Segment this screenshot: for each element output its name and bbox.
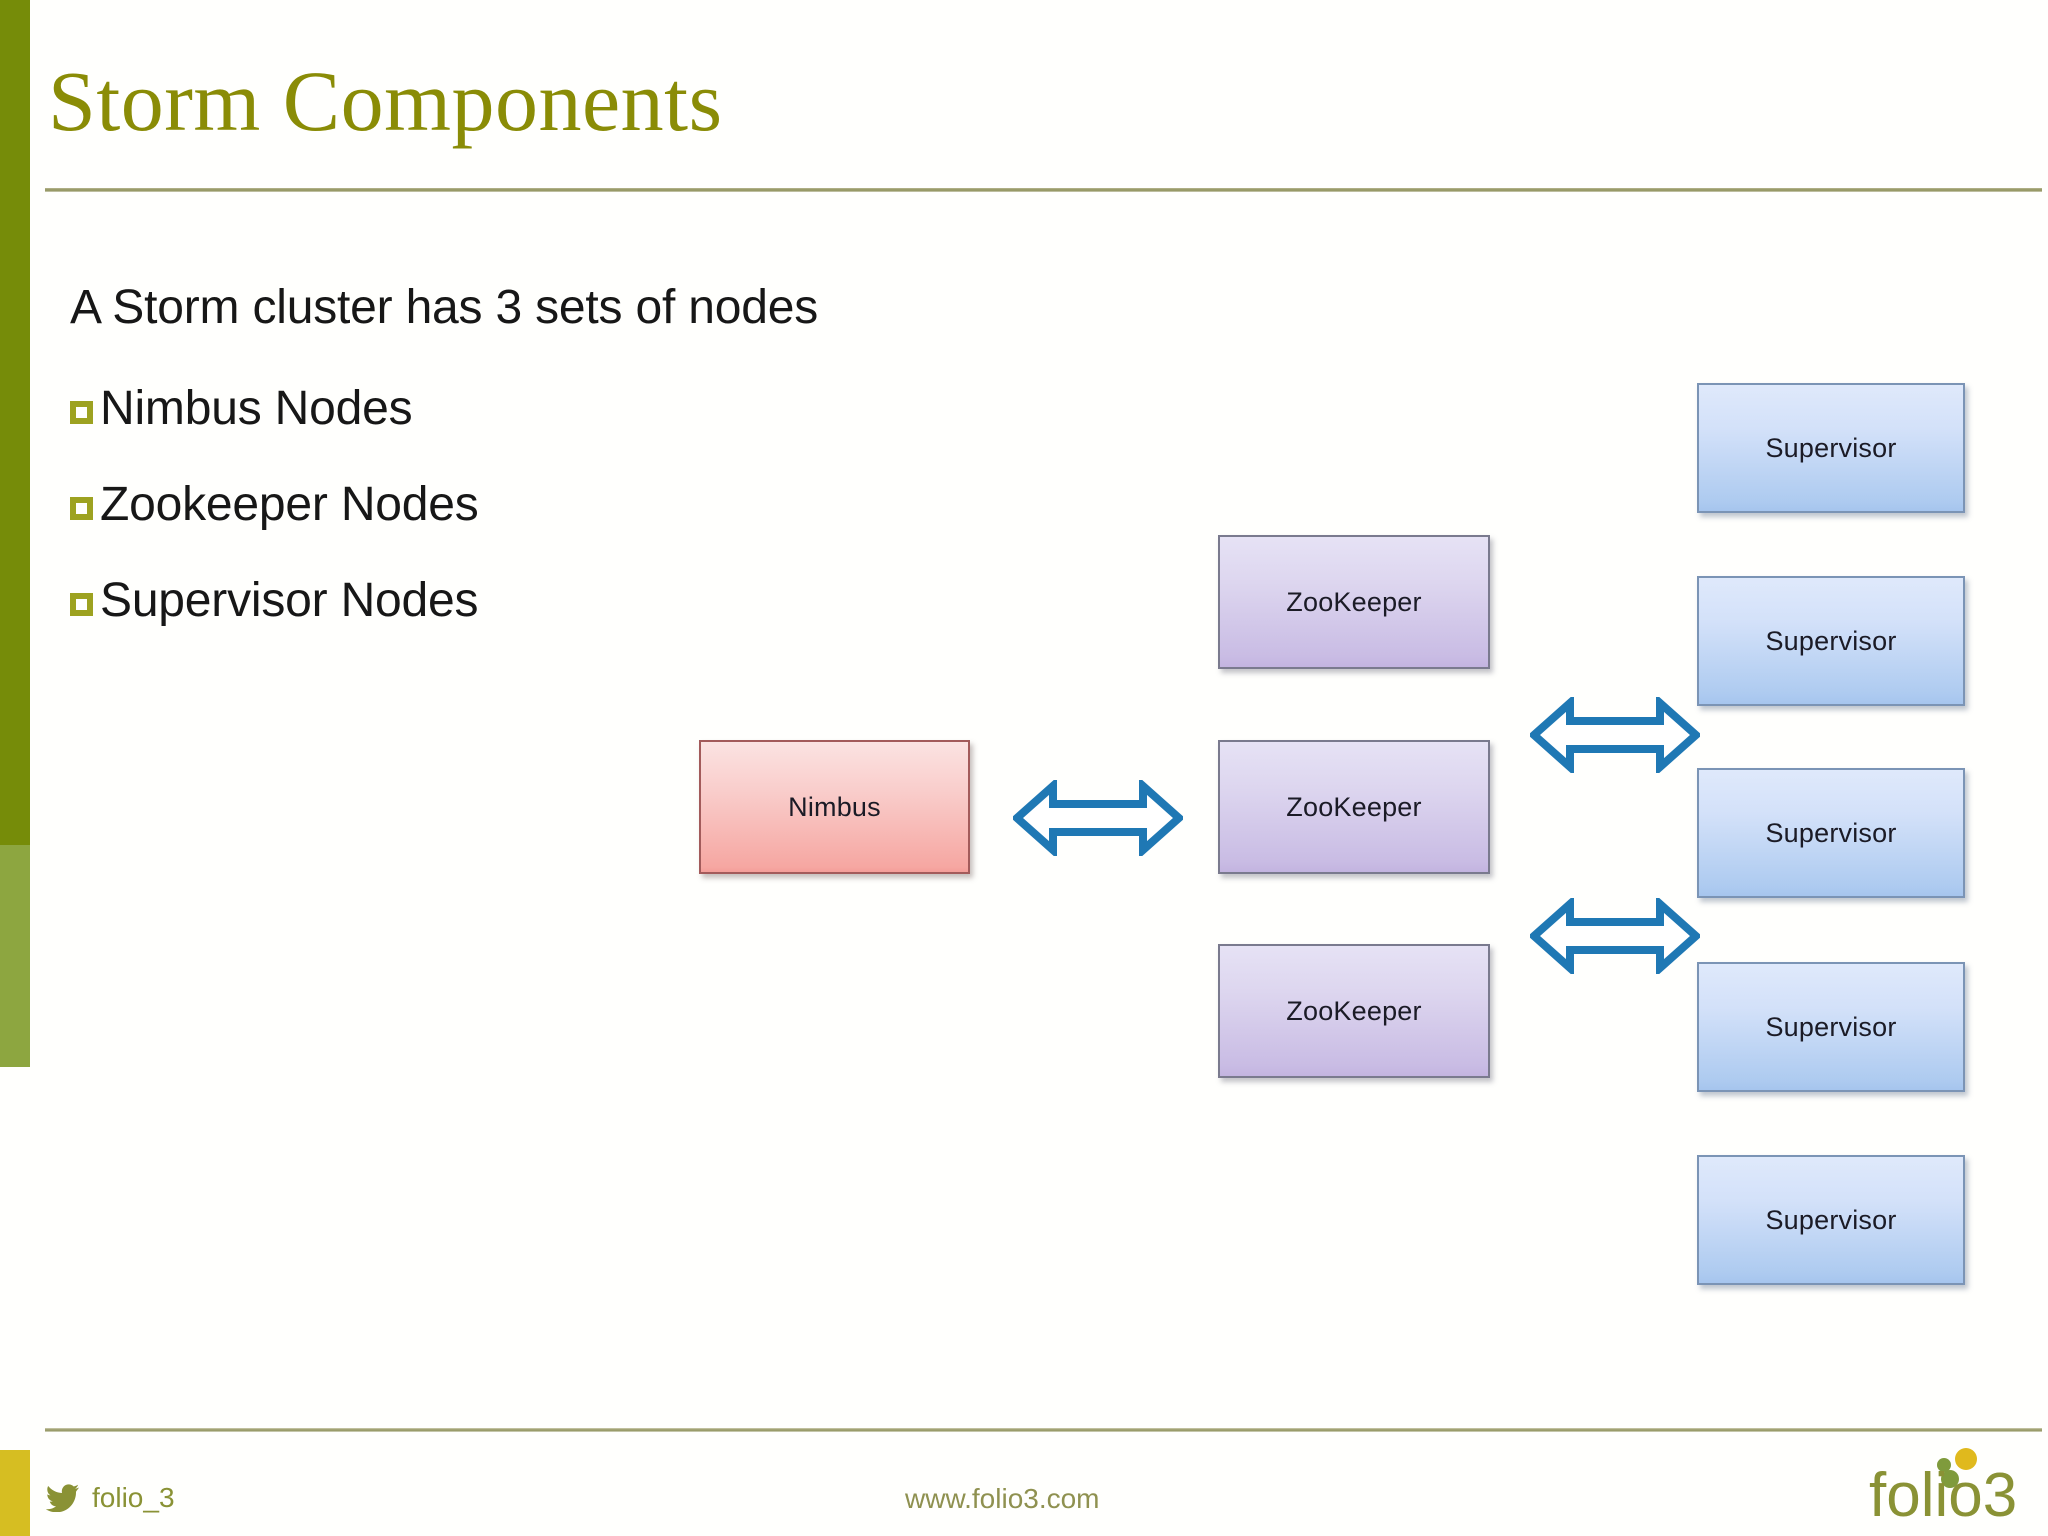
diagram-node-supervisor-3: Supervisor xyxy=(1697,768,1965,898)
left-accent-bar-top xyxy=(0,0,30,845)
node-label: Supervisor xyxy=(1765,432,1897,463)
bullet-label-supervisor: Supervisor Nodes xyxy=(100,574,479,627)
twitter-bird-icon xyxy=(46,1484,79,1512)
arrow-zookeeper-supervisor-upper xyxy=(1530,697,1700,773)
folio3-logo: folio3 xyxy=(1869,1448,2017,1522)
bullet-label-zookeeper: Zookeeper Nodes xyxy=(100,478,479,531)
left-accent-bar-bottom xyxy=(0,1450,30,1536)
arrow-nimbus-zookeeper xyxy=(1013,780,1183,856)
square-bullet-icon xyxy=(70,593,93,616)
twitter-handle-text: folio_3 xyxy=(92,1482,175,1513)
diagram-node-supervisor-4: Supervisor xyxy=(1697,962,1965,1092)
diagram-node-supervisor-1: Supervisor xyxy=(1697,383,1965,513)
bullet-label-nimbus: Nimbus Nodes xyxy=(100,382,413,435)
folio3-logo-text: folio3 xyxy=(1869,1461,2017,1522)
square-bullet-icon xyxy=(70,497,93,520)
diagram-node-zookeeper-2: ZooKeeper xyxy=(1218,740,1490,874)
node-label: Supervisor xyxy=(1765,625,1897,656)
diagram-node-supervisor-5: Supervisor xyxy=(1697,1155,1965,1285)
node-label: ZooKeeper xyxy=(1286,995,1422,1026)
list-item: Supervisor Nodes xyxy=(70,577,1070,625)
diagram-node-zookeeper-1: ZooKeeper xyxy=(1218,535,1490,669)
twitter-handle-group[interactable]: folio_3 xyxy=(46,1482,175,1514)
node-label: Supervisor xyxy=(1765,1011,1897,1042)
content-list: A Storm cluster has 3 sets of nodes Nimb… xyxy=(70,280,1070,673)
title-divider xyxy=(45,188,2042,192)
diagram-node-zookeeper-3: ZooKeeper xyxy=(1218,944,1490,1078)
page-title: Storm Components xyxy=(48,53,723,149)
node-label: Supervisor xyxy=(1765,1204,1897,1235)
footer-website-url[interactable]: www.folio3.com xyxy=(905,1483,1100,1514)
left-accent-bar-middle xyxy=(0,845,30,1067)
diagram-node-supervisor-2: Supervisor xyxy=(1697,576,1965,706)
storm-architecture-diagram: Nimbus ZooKeeper ZooKeeper ZooKeeper Sup… xyxy=(699,383,1965,1285)
footer-divider xyxy=(45,1428,2042,1432)
list-item: Nimbus Nodes xyxy=(70,385,1070,433)
lead-sentence: A Storm cluster has 3 sets of nodes xyxy=(70,281,819,334)
node-label: ZooKeeper xyxy=(1286,586,1422,617)
node-label: Nimbus xyxy=(788,791,881,822)
square-bullet-icon xyxy=(70,401,93,424)
diagram-node-nimbus: Nimbus xyxy=(699,740,970,874)
list-item: Zookeeper Nodes xyxy=(70,481,1070,529)
node-label: ZooKeeper xyxy=(1286,791,1422,822)
node-label: Supervisor xyxy=(1765,817,1897,848)
arrow-zookeeper-supervisor-lower xyxy=(1530,898,1700,974)
